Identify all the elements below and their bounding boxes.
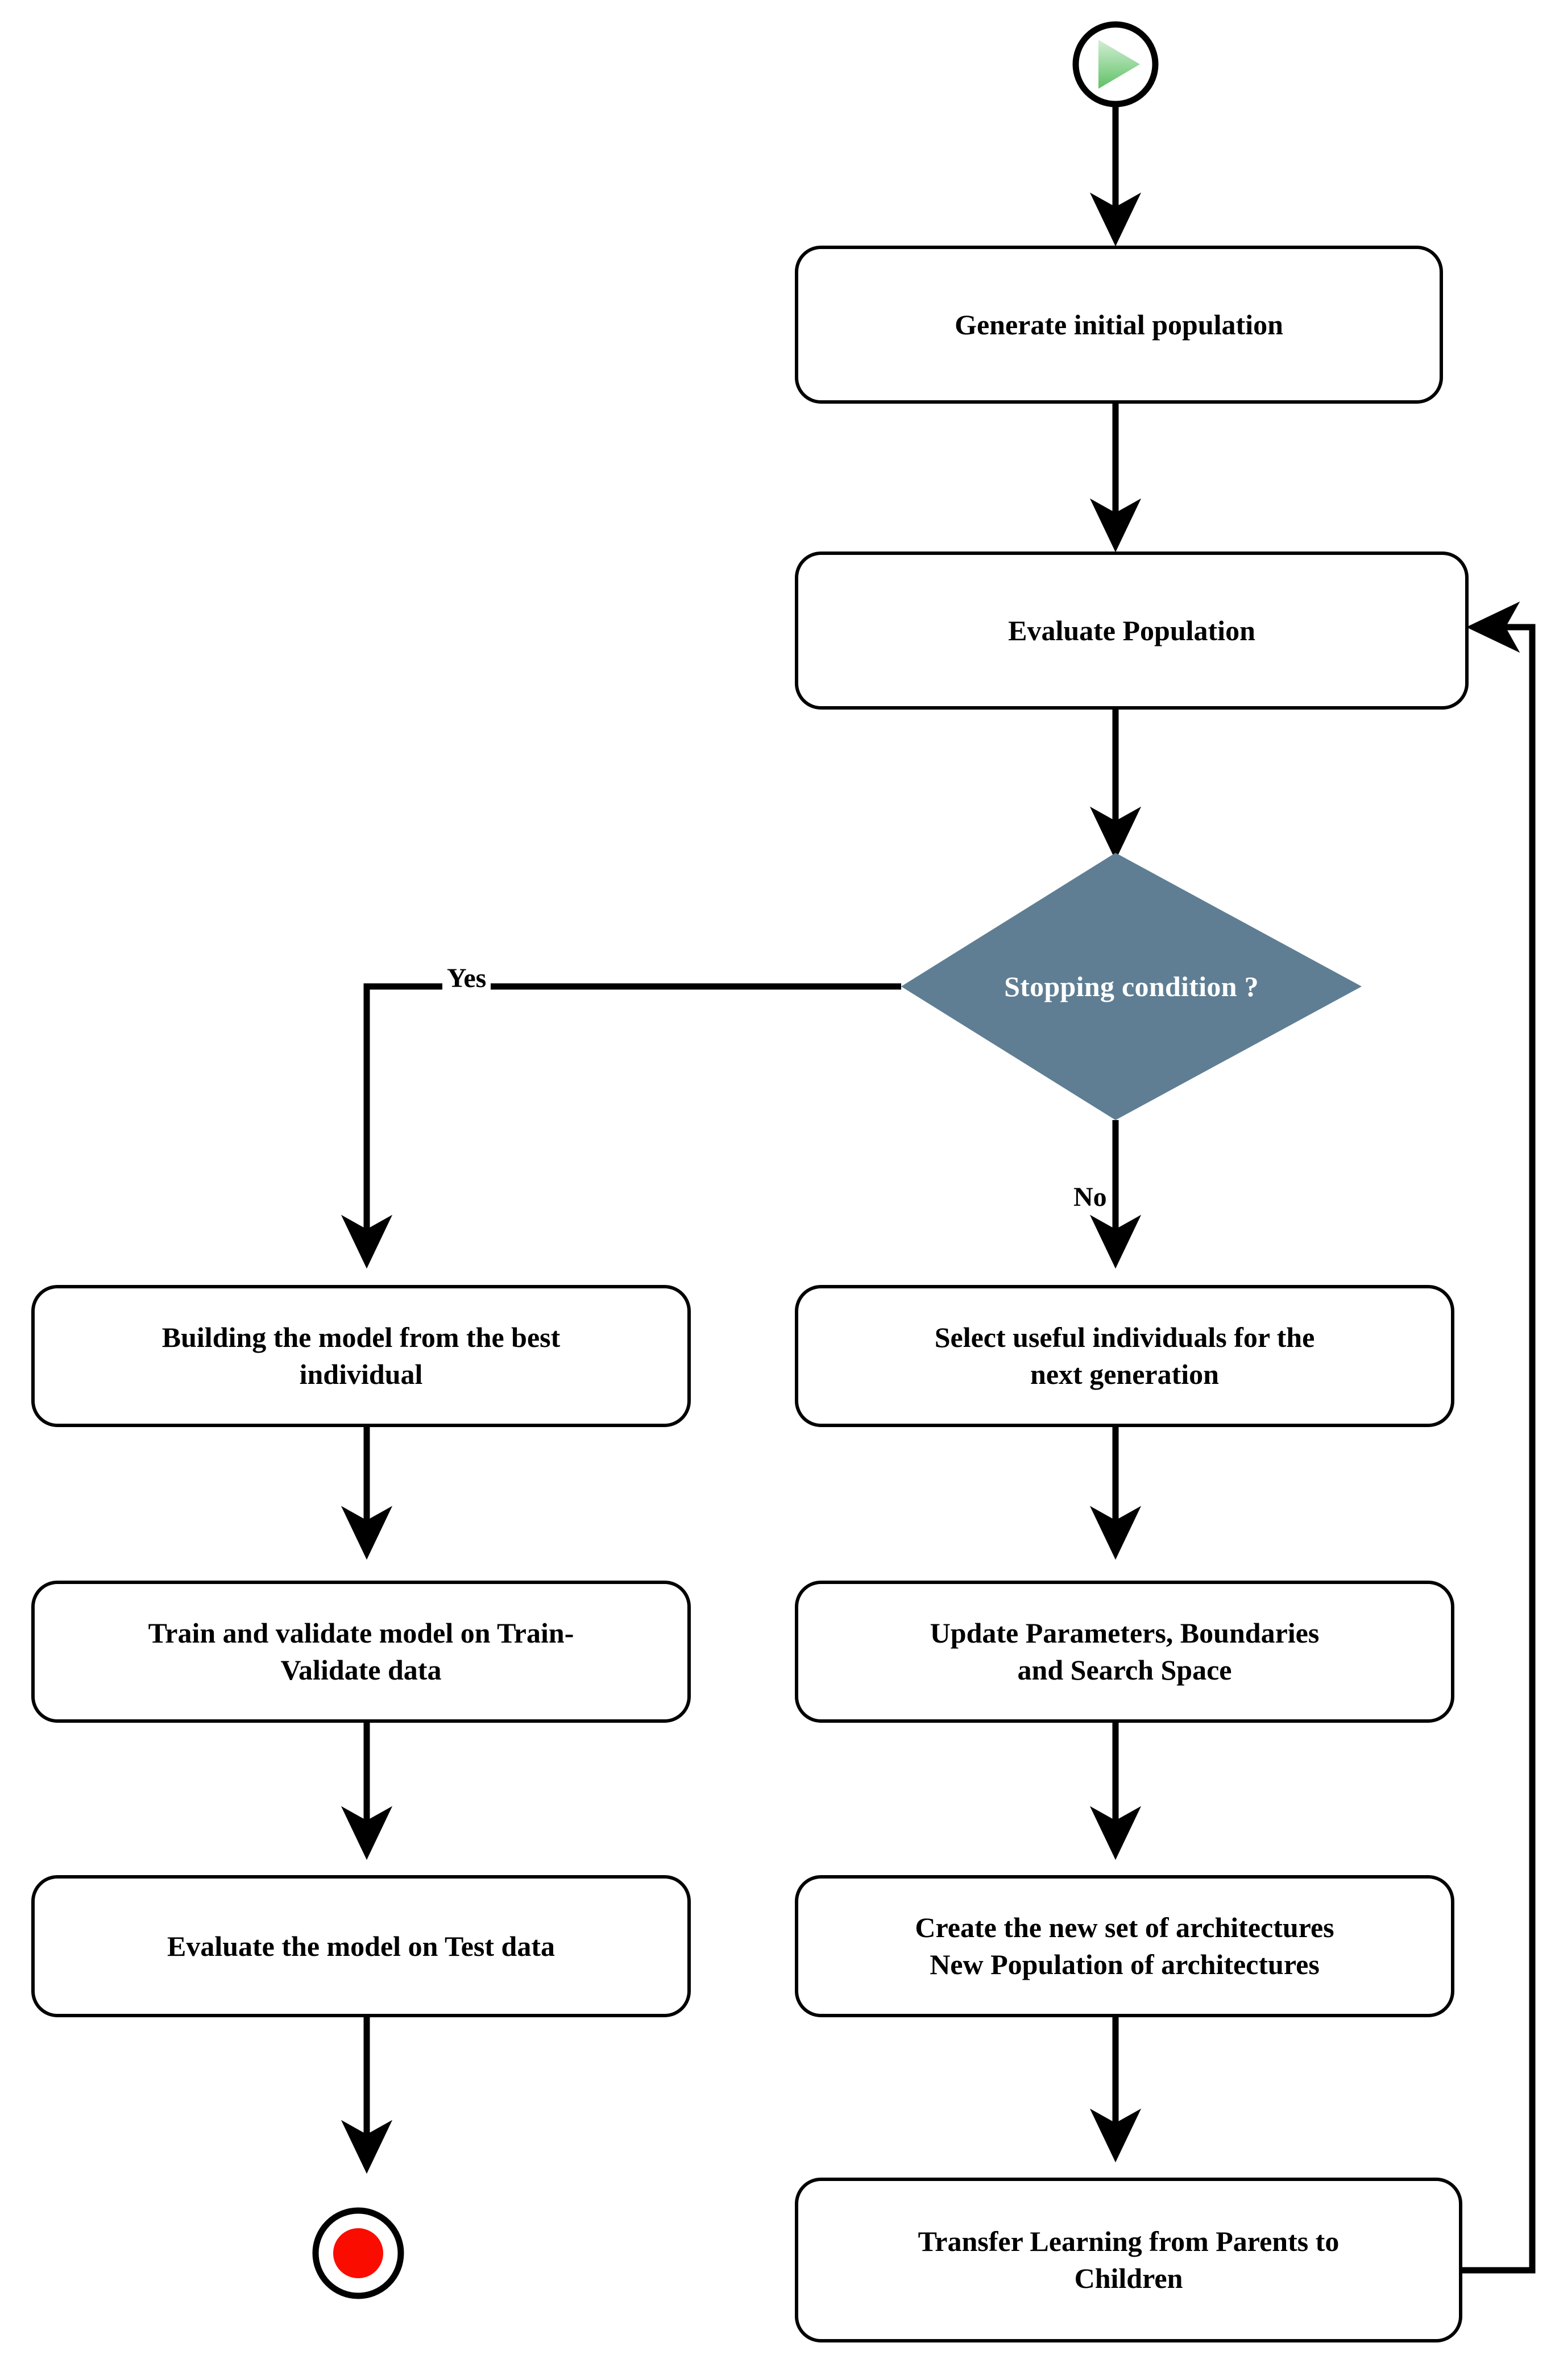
edge-feedback-loop (1462, 601, 1536, 2274)
decision-stopping-condition[interactable] (901, 853, 1362, 1120)
edge-label-yes: Yes (442, 965, 491, 992)
node-select-individuals[interactable]: Select useful individuals for the next g… (795, 1285, 1454, 1427)
node-label: Create the new set of architectures New … (803, 1909, 1446, 1983)
node-label: Evaluate the model on Test data (167, 1930, 555, 1962)
start-node (1072, 21, 1159, 107)
decision-label: Stopping condition ? (1004, 971, 1259, 1002)
node-evaluate-population[interactable]: Evaluate Population (795, 552, 1469, 710)
node-label-line1: Train and validate model on Train- (148, 1617, 574, 1649)
node-evaluate-test[interactable]: Evaluate the model on Test data (31, 1875, 691, 2017)
edge-decision-yes (341, 983, 901, 1269)
node-label-line1: Transfer Learning from Parents to (918, 2225, 1340, 2257)
end-node (312, 2207, 404, 2299)
node-create-architectures[interactable]: Create the new set of architectures New … (795, 1875, 1454, 2017)
stop-dot-icon (333, 2228, 383, 2278)
node-label-line2: Children (1074, 2262, 1183, 2294)
edge-label-yes-text: Yes (447, 963, 487, 993)
node-label-line2: individual (299, 1358, 423, 1390)
node-label-line2: Validate data (280, 1654, 442, 1686)
node-label-line2: and Search Space (1017, 1654, 1232, 1686)
node-transfer-learning[interactable]: Transfer Learning from Parents to Childr… (795, 2178, 1462, 2342)
node-label-line1: Create the new set of architectures (915, 1912, 1334, 1943)
node-label: Generate initial population (955, 308, 1283, 341)
node-label-line1: Select useful individuals for the (934, 1321, 1315, 1353)
decision-label-wrap: Stopping condition ? (901, 853, 1362, 1120)
node-label-line2: New Population of architectures (930, 1948, 1320, 1980)
node-generate-initial-population[interactable]: Generate initial population (795, 246, 1443, 404)
node-building-model[interactable]: Building the model from the best individ… (31, 1285, 691, 1427)
node-label: Train and validate model on Train- Valid… (49, 1615, 673, 1689)
node-label: Update Parameters, Boundaries and Search… (813, 1615, 1436, 1689)
node-label: Transfer Learning from Parents to Childr… (813, 2223, 1444, 2297)
node-update-parameters[interactable]: Update Parameters, Boundaries and Search… (795, 1581, 1454, 1723)
node-label: Evaluate Population (1008, 614, 1255, 646)
edge-label-no-text: No (1073, 1182, 1107, 1212)
node-label-line2: next generation (1030, 1358, 1219, 1390)
node-label-line1: Building the model from the best (161, 1321, 561, 1353)
node-label: Select useful individuals for the next g… (813, 1319, 1436, 1393)
edge-label-no: No (1069, 1184, 1112, 1211)
node-train-validate[interactable]: Train and validate model on Train- Valid… (31, 1581, 691, 1723)
node-label-line1: Update Parameters, Boundaries (930, 1617, 1320, 1649)
node-label: Building the model from the best individ… (49, 1319, 673, 1393)
play-icon (1098, 40, 1140, 89)
